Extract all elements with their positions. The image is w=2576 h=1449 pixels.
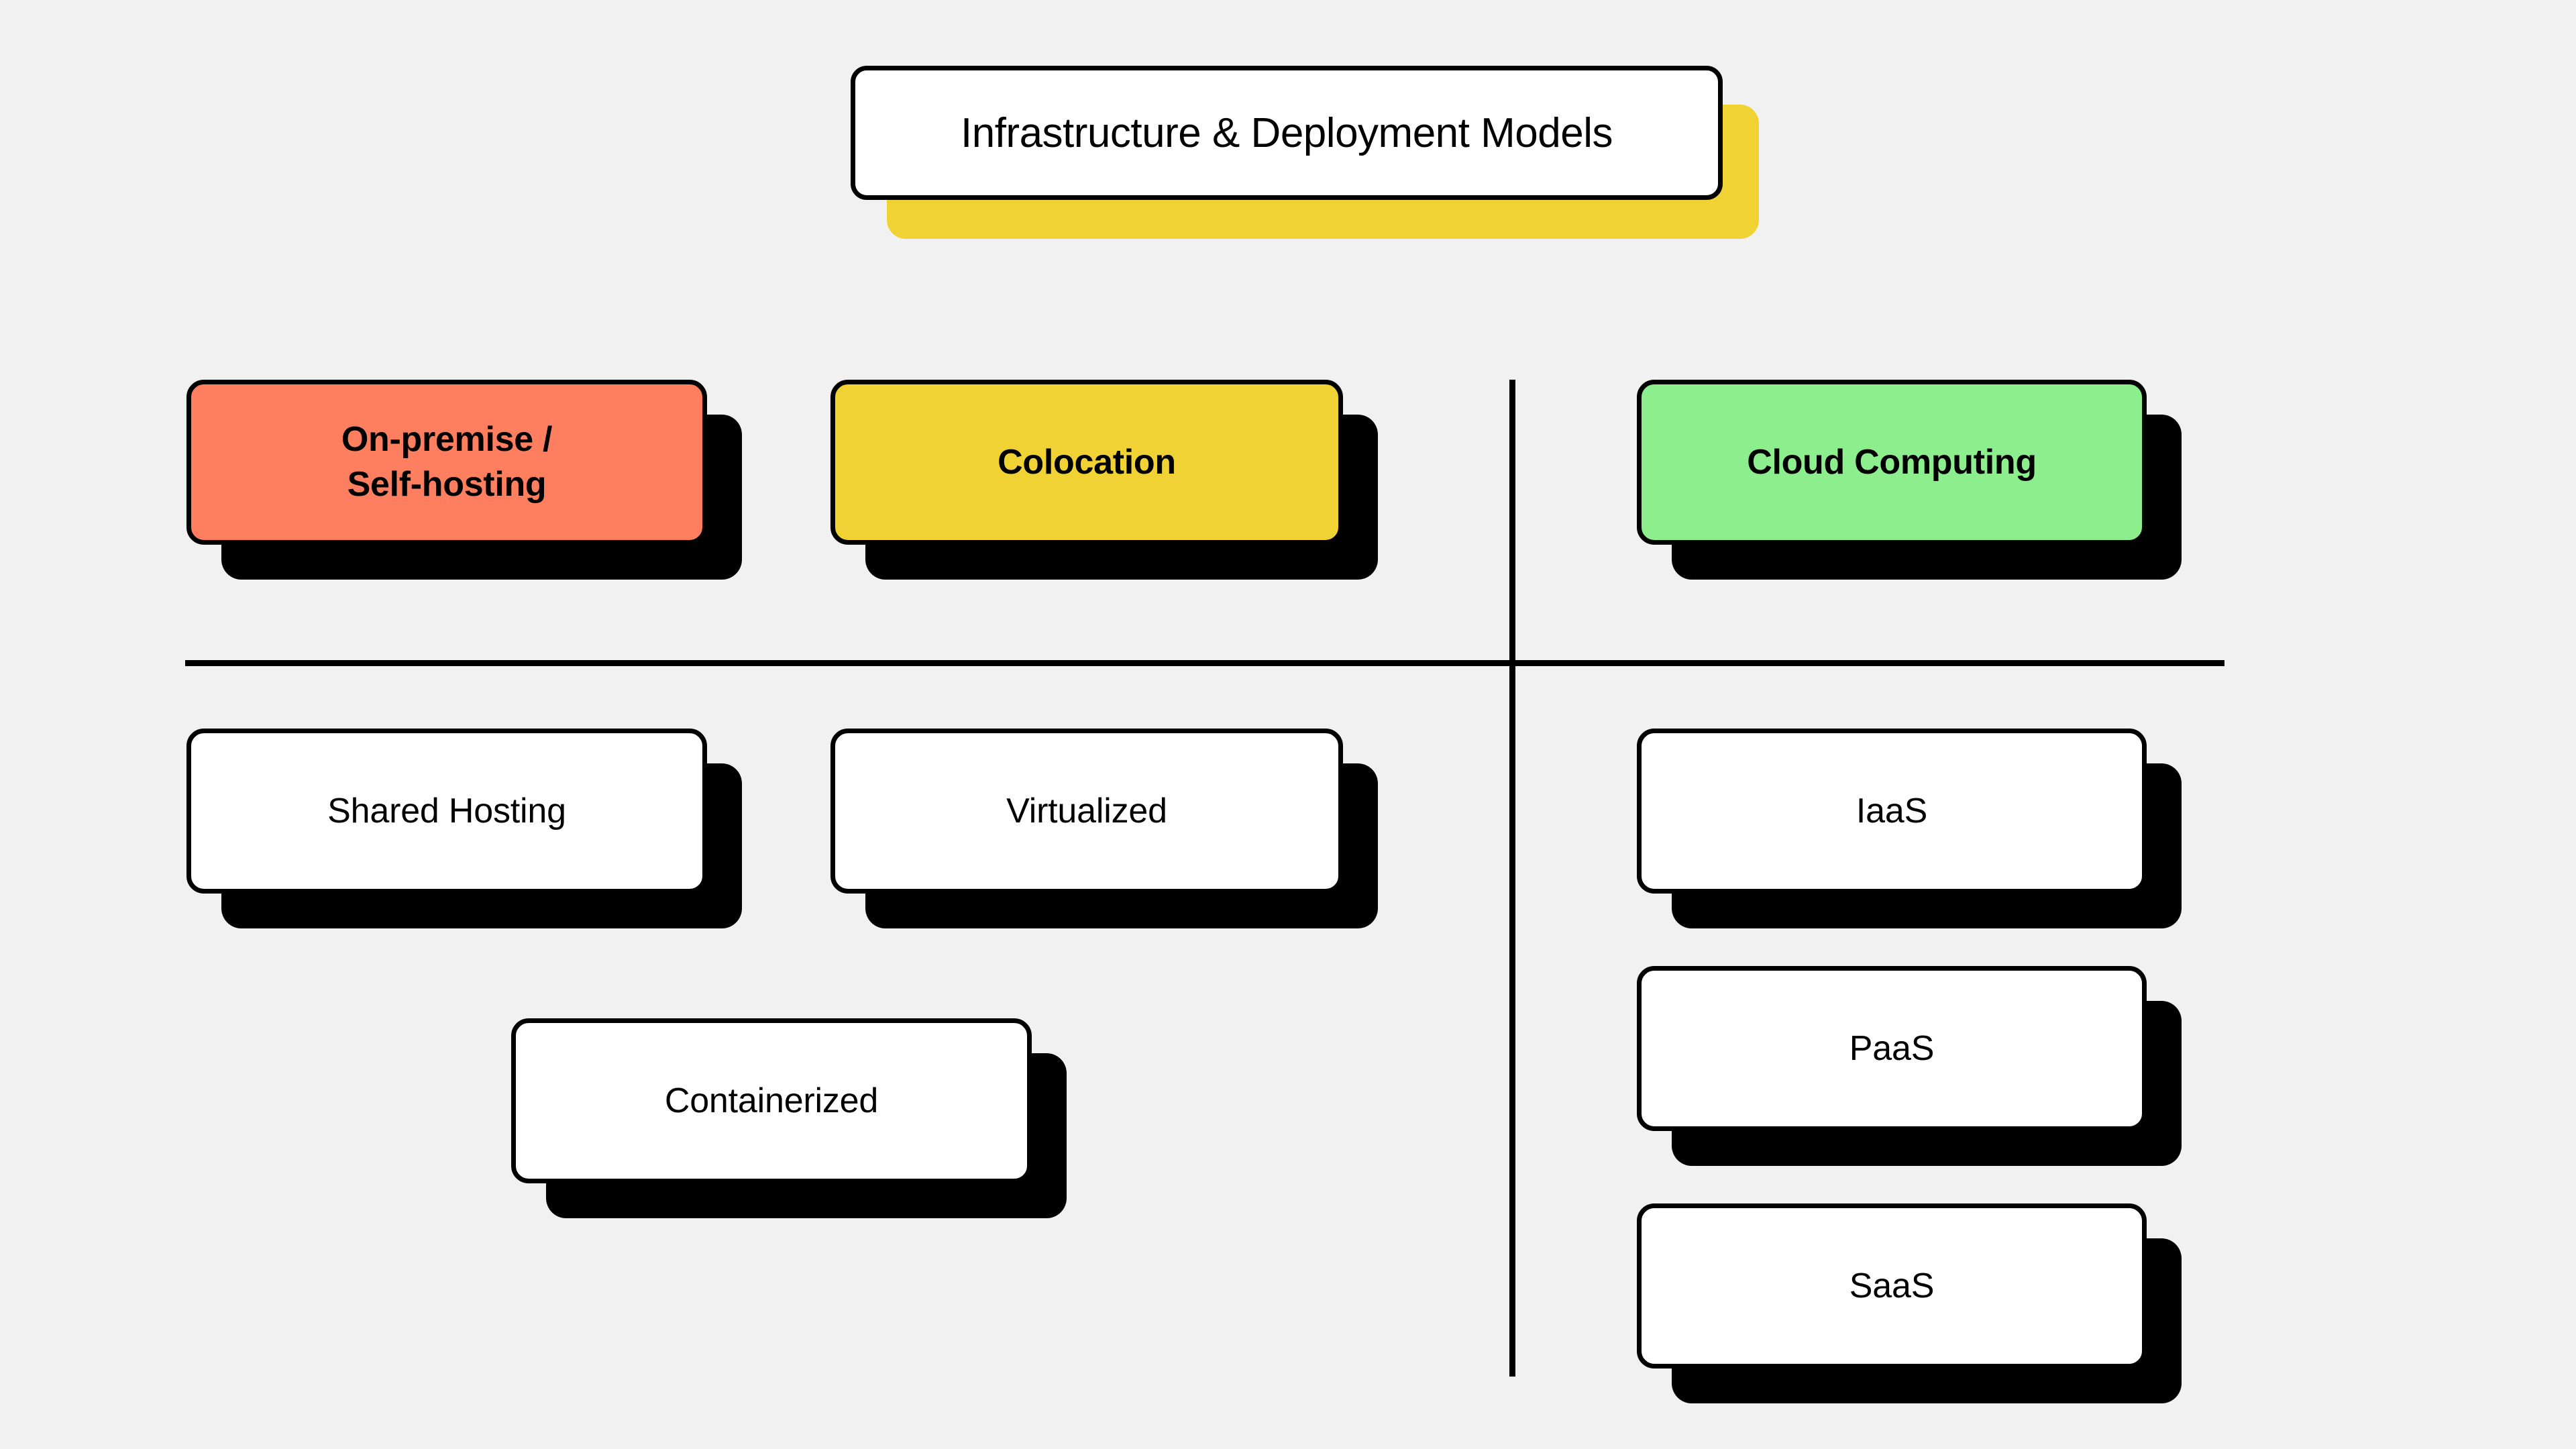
node-label-containerized: Containerized — [664, 1081, 879, 1120]
node-virtualized[interactable]: Virtualized — [830, 729, 1343, 894]
horizontal-divider — [185, 660, 2224, 666]
node-label-saas: SaaS — [1849, 1266, 1935, 1305]
node-colocation[interactable]: Colocation — [830, 380, 1343, 545]
page-title: Infrastructure & Deployment Models — [961, 109, 1613, 156]
node-saas[interactable]: SaaS — [1637, 1203, 2147, 1368]
node-containerized[interactable]: Containerized — [511, 1018, 1032, 1183]
node-label-paas: PaaS — [1849, 1028, 1935, 1068]
node-paas[interactable]: PaaS — [1637, 966, 2147, 1131]
node-label-colocation: Colocation — [998, 442, 1176, 482]
node-shared-hosting[interactable]: Shared Hosting — [186, 729, 707, 894]
node-on-premise[interactable]: On-premise / Self-hosting — [186, 380, 707, 545]
node-cloud-computing[interactable]: Cloud Computing — [1637, 380, 2147, 545]
node-label-cloud-computing: Cloud Computing — [1747, 442, 2037, 482]
node-iaas[interactable]: IaaS — [1637, 729, 2147, 894]
vertical-divider — [1509, 380, 1515, 1377]
node-label-iaas: IaaS — [1856, 791, 1928, 830]
title-card[interactable]: Infrastructure & Deployment Models — [851, 66, 1723, 200]
node-label-on-premise: On-premise / Self-hosting — [341, 420, 553, 504]
node-label-shared-hosting: Shared Hosting — [327, 791, 566, 830]
node-label-virtualized: Virtualized — [1006, 791, 1167, 830]
